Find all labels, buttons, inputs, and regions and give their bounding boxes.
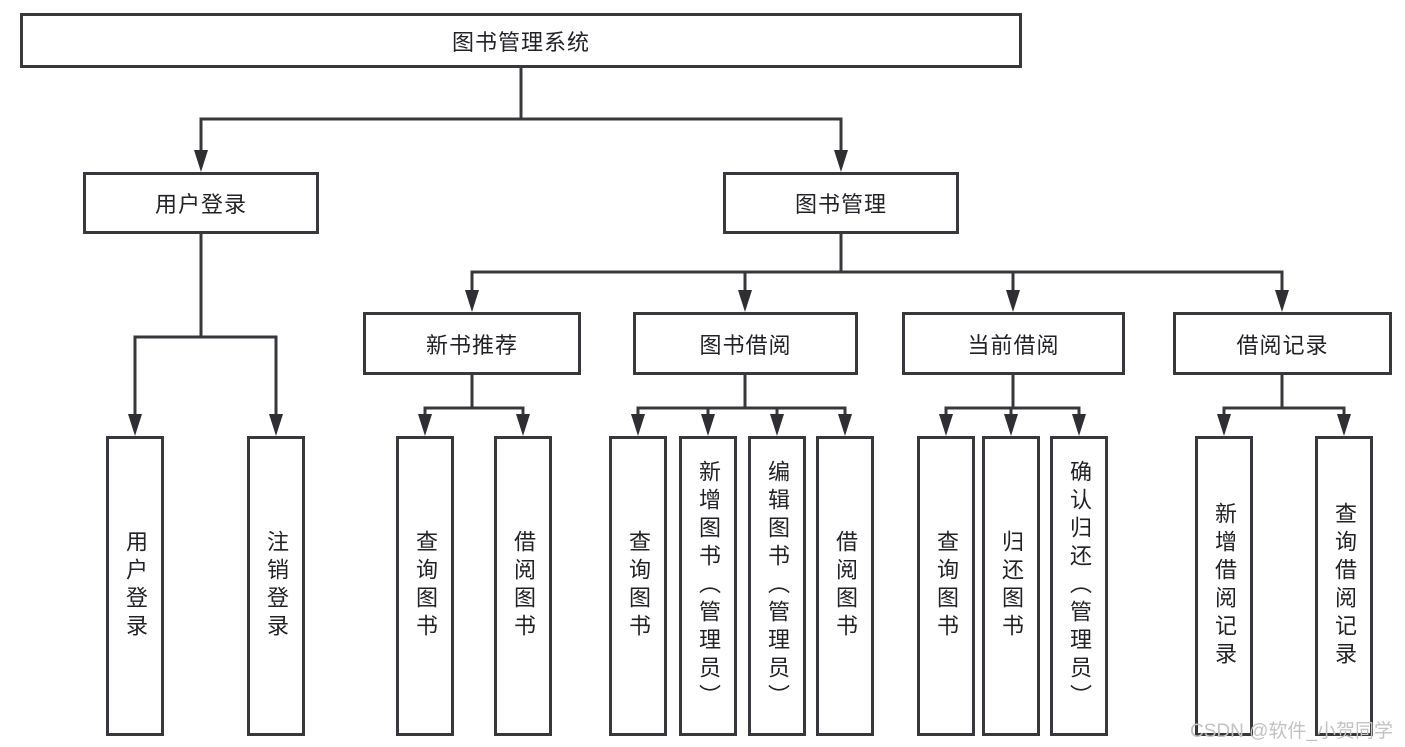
leaf-return-books: 归还图书 [982,436,1040,736]
node-borrow-records: 借阅记录 [1173,312,1392,375]
watermark: CSDN @软件_小贺同学 [1190,721,1393,742]
node-library-system: 图书管理系统 [20,13,1022,68]
leaf-query-books-current: 查询图书 [917,436,975,736]
node-book-management: 图书管理 [723,172,959,234]
leaf-logout: 注销登录 [247,436,305,736]
leaf-borrow-books-recommend: 借阅图书 [494,436,552,736]
node-book-borrowing: 图书借阅 [633,312,858,375]
node-user-login: 用户登录 [83,172,319,234]
leaf-user-login: 用户登录 [106,436,164,736]
leaf-borrow-books-borrowing: 借阅图书 [816,436,874,736]
node-current-borrowing: 当前借阅 [902,312,1125,375]
leaf-add-book-admin: 新增图书（管理员） [679,436,737,736]
leaf-edit-book-admin: 编辑图书（管理员） [748,436,806,736]
node-new-book-recommendation: 新书推荐 [363,312,581,375]
leaf-query-books-borrowing: 查询图书 [609,436,667,736]
leaf-query-books-recommend: 查询图书 [396,436,454,736]
leaf-add-borrow-record: 新增借阅记录 [1195,436,1253,736]
leaf-confirm-return-admin: 确认归还（管理员） [1050,436,1108,736]
leaf-query-borrow-record: 查询借阅记录 [1315,436,1373,736]
